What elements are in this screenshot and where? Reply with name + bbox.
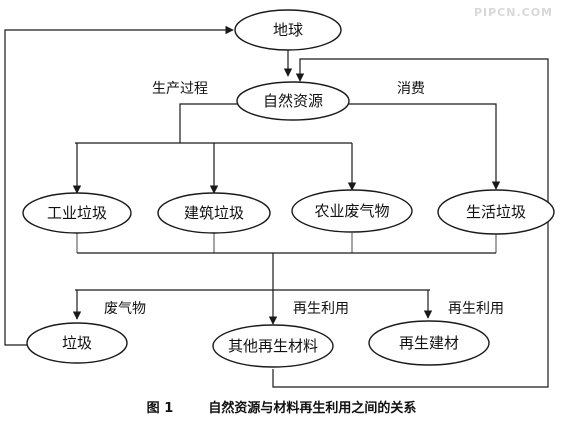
node-earth-label: 地球	[273, 21, 303, 39]
node-construction-waste: 建筑垃圾	[157, 192, 271, 234]
node-earth: 地球	[234, 9, 342, 51]
figure-title: 自然资源与材料再生利用之间的关系	[208, 401, 417, 416]
node-agricultural-waste-label: 农业废气物	[314, 202, 389, 220]
watermark: PIPCN.COM	[473, 6, 553, 19]
figure-number: 图 1	[146, 401, 174, 416]
node-recycled-building-materials-label: 再生建材	[399, 334, 459, 352]
edge-garbage-to-earth	[4, 25, 234, 346]
label-waste: 废气物	[104, 301, 146, 317]
label-recycle-1: 再生利用	[293, 301, 349, 317]
node-domestic-waste-label: 生活垃圾	[466, 203, 526, 221]
node-industrial-waste-label: 工业垃圾	[47, 204, 107, 222]
node-natural-resources: 自然资源	[236, 81, 350, 121]
node-natural-resources-label: 自然资源	[263, 92, 323, 110]
node-agricultural-waste: 农业废气物	[291, 189, 413, 233]
edge-consumption	[348, 103, 501, 190]
figure-caption: 图 1 自然资源与材料再生利用之间的关系	[0, 397, 563, 416]
label-consumption: 消费	[397, 81, 425, 97]
node-other-recycled-materials-label: 其他再生材料	[228, 337, 318, 355]
label-production-process: 生产过程	[152, 81, 208, 97]
node-other-recycled-materials: 其他再生材料	[212, 324, 334, 368]
node-industrial-waste: 工业垃圾	[22, 192, 132, 234]
node-garbage: 垃圾	[26, 322, 128, 364]
node-recycled-building-materials: 再生建材	[368, 320, 490, 366]
node-domestic-waste: 生活垃圾	[437, 189, 555, 235]
label-recycle-2: 再生利用	[448, 301, 504, 317]
node-construction-waste-label: 建筑垃圾	[184, 204, 244, 222]
edge-recycle-loop	[272, 58, 549, 388]
node-garbage-label: 垃圾	[62, 334, 92, 352]
